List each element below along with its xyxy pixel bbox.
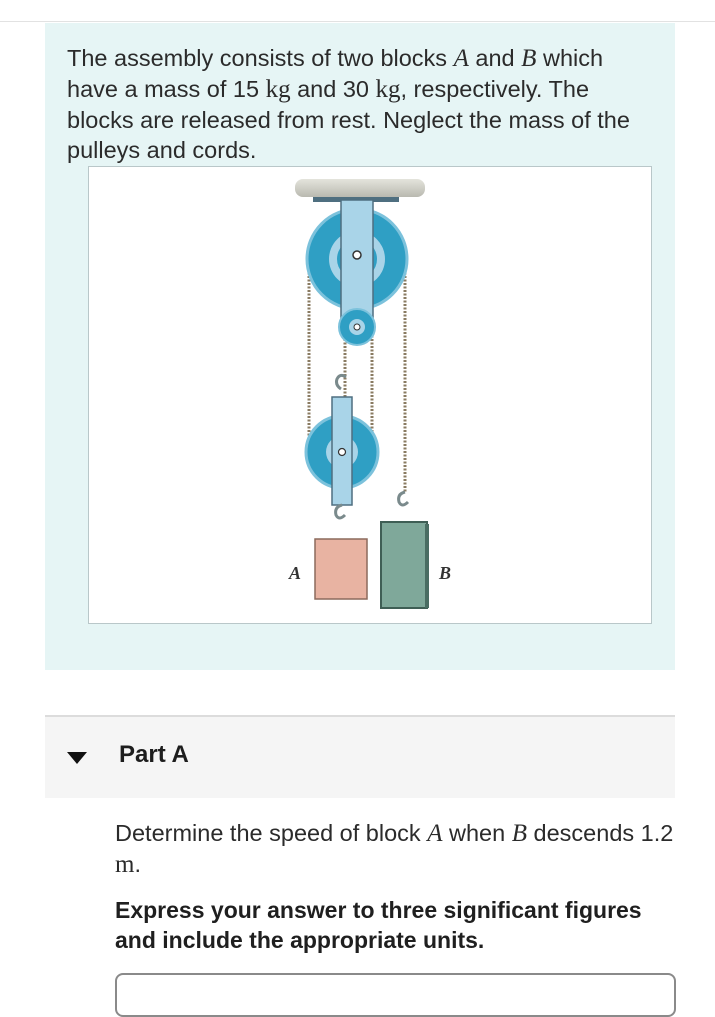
hook-icon [335,373,347,391]
question-text-segment: . [134,851,141,877]
block-a-symbol: A [427,820,443,847]
hook-icon [334,503,347,520]
question-text: Determine the speed of block A when B de… [115,818,695,880]
problem-text-segment: and [468,45,522,71]
pulley-figure: A B [88,166,652,624]
small-pulley [338,308,376,346]
question-text-segment: when [442,820,512,846]
hook-icon [397,490,410,507]
unit-m: m [115,851,135,878]
ceiling-support [295,179,425,197]
block-b-symbol: B [511,820,528,847]
unit-kg: kg [265,76,291,103]
block-b-shadow [425,524,429,608]
problem-text-segment: and 30 [290,76,376,102]
unit-kg: kg [375,76,401,103]
answer-input-box[interactable] [115,973,676,1017]
problem-text: The assembly consists of two blocks A an… [67,43,657,165]
movable-pulley-axle [337,447,347,457]
part-title: Part A [119,741,189,768]
question-text-segment: Determine the speed of block [115,820,428,846]
pulley-diagram-svg: A B [288,179,451,609]
collapse-caret-icon[interactable] [67,752,87,764]
problem-statement-card: The assembly consists of two blocks A an… [45,23,675,670]
problem-text-segment: which have a mass of 15 [67,45,604,102]
label-b: B [438,563,451,583]
problem-text-segment: The assembly consists of two blocks [67,45,454,71]
block-a-symbol: A [453,45,469,72]
question-text-segment: descends 1.2 [527,820,674,846]
part-divider [45,715,675,717]
part-a-header[interactable]: Part A [45,717,675,798]
problem-text-segment: , respectively. The blocks are released … [67,76,630,163]
block-b-symbol: B [521,45,537,72]
label-a: A [288,563,301,583]
block-a [314,538,368,600]
block-b [380,521,428,609]
top-pulley-axle [352,250,362,260]
top-divider [0,21,715,22]
answer-instruction: Express your answer to three significant… [115,897,642,953]
